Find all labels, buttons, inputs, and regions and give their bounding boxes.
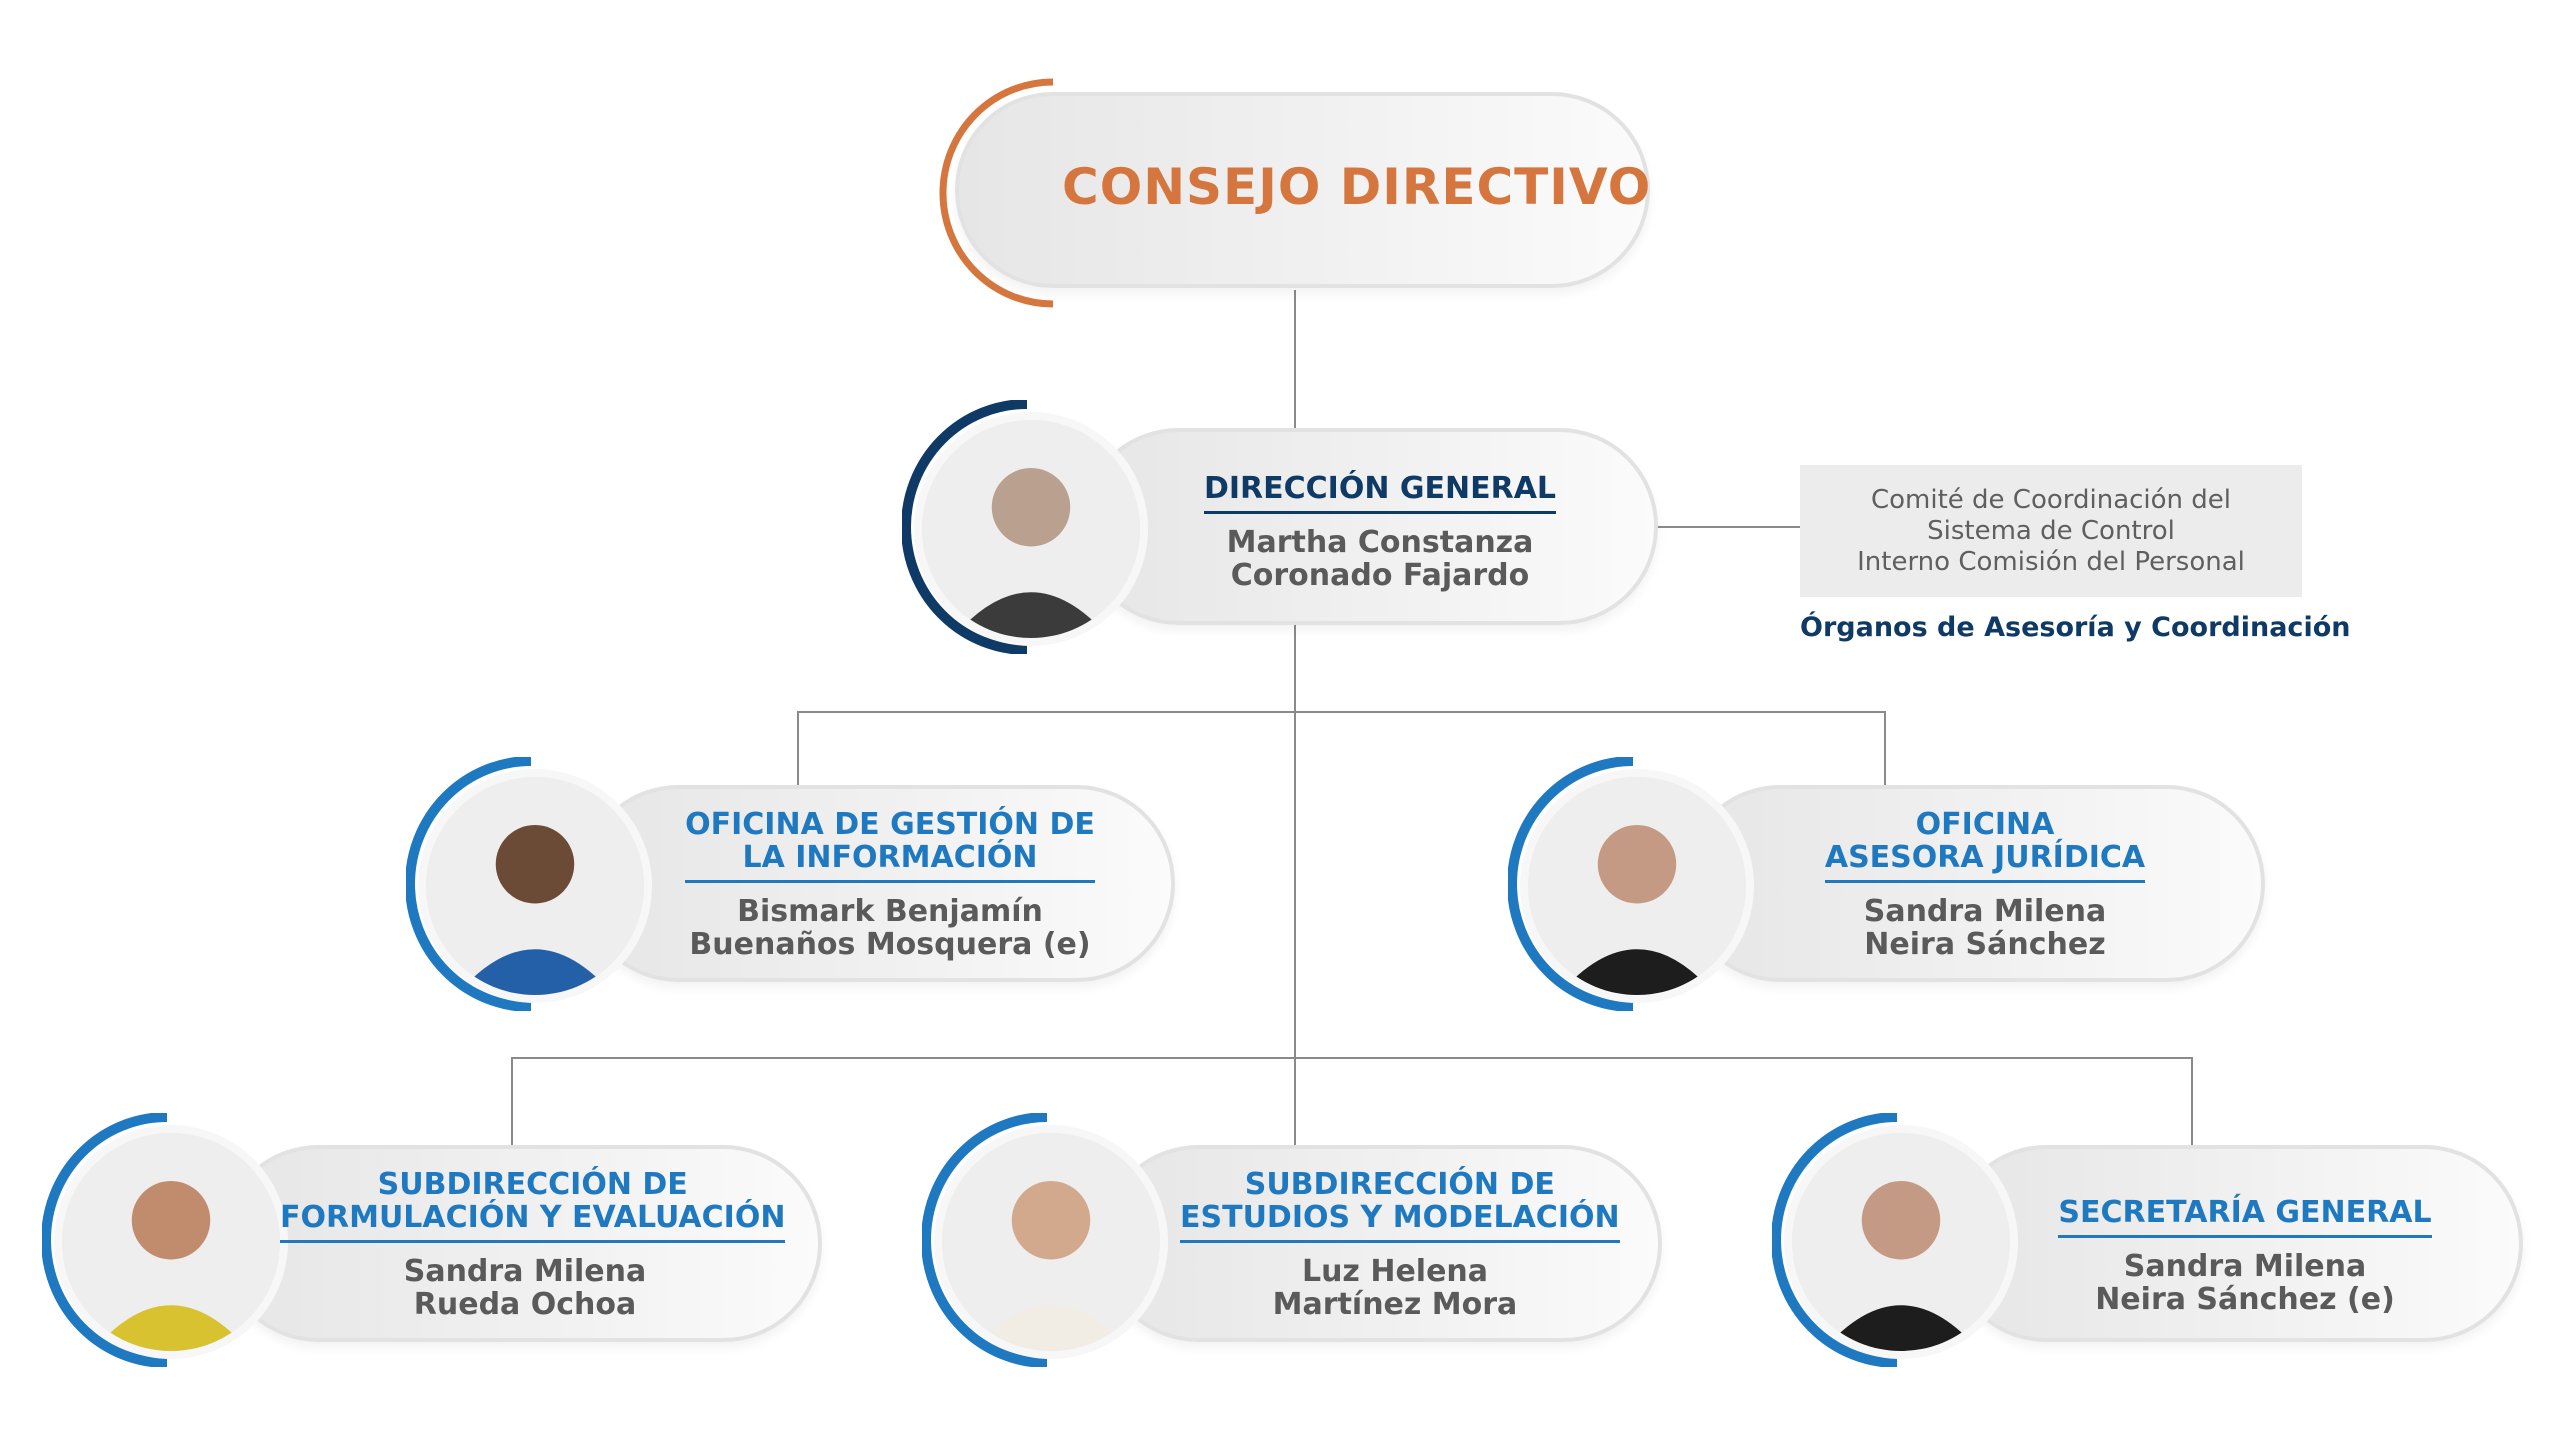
sub-estudios-text: SUBDIRECCIÓN DE ESTUDIOS Y MODELACIÓN Lu… (1180, 1168, 1620, 1322)
oficina-gestion-person: Bismark Benjamín Buenaños Mosquera (e) (689, 894, 1091, 962)
organos-caption: Órganos de Asesoría y Coordinación (1800, 612, 2351, 643)
consejo-title: CONSEJO DIRECTIVO (1062, 158, 1652, 216)
direccion-person: Martha Constanza Coronado Fajardo (1226, 525, 1534, 593)
direccion-text: DIRECCIÓN GENERAL Martha Constanza Coron… (1160, 472, 1600, 592)
blue-arc-icon (1772, 1113, 1898, 1367)
navy-arc-icon (902, 400, 1028, 654)
blue-arc-icon (406, 757, 532, 1011)
consejo-pill (955, 92, 1650, 288)
oficina-gestion-text: OFICINA DE GESTIÓN DE LA INFORMACIÓN Bis… (660, 808, 1120, 961)
sub-formulacion-person: Sandra Milena Rueda Ochoa (403, 1254, 647, 1322)
oficina-gestion-title: OFICINA DE GESTIÓN DE LA INFORMACIÓN (685, 808, 1095, 883)
blue-arc-icon (1508, 757, 1634, 1011)
oficina-juridica-title: OFICINA ASESORA JURÍDICA (1824, 808, 2146, 883)
sub-formulacion-pill (220, 1145, 822, 1342)
person-silhouette-icon (1528, 777, 1746, 995)
secretaria-title: SECRETARÍA GENERAL (2058, 1196, 2432, 1238)
sub-formulacion-title: SUBDIRECCIÓN DE FORMULACIÓN Y EVALUACIÓN (280, 1168, 786, 1243)
sub-formulacion-text: SUBDIRECCIÓN DE FORMULACIÓN Y EVALUACIÓN… (280, 1168, 786, 1322)
oficina-gestion-pill (580, 785, 1175, 982)
orange-arc-icon (939, 78, 1054, 308)
avatar-oficina-juridica (1528, 777, 1746, 995)
oficina-juridica-person: Sandra Milena Neira Sánchez (1863, 894, 2107, 962)
avatar-oficina-gestion (426, 777, 644, 995)
blue-arc-icon (922, 1113, 1048, 1367)
secretaria-person: Sandra Milena Neira Sánchez (e) (2095, 1249, 2395, 1317)
person-silhouette-icon (426, 777, 644, 995)
avatar-secretaria (1792, 1133, 2010, 1351)
person-silhouette-icon (922, 420, 1140, 638)
direccion-title: DIRECCIÓN GENERAL (1203, 472, 1557, 514)
person-silhouette-icon (1792, 1133, 2010, 1351)
secretaria-pill (1948, 1145, 2523, 1342)
sub-estudios-title: SUBDIRECCIÓN DE ESTUDIOS Y MODELACIÓN (1180, 1168, 1620, 1243)
oficina-juridica-text: OFICINA ASESORA JURÍDICA Sandra Milena N… (1770, 808, 2200, 961)
secretaria-text: SECRETARÍA GENERAL Sandra Milena Neira S… (2030, 1196, 2460, 1316)
person-silhouette-icon (942, 1133, 1160, 1351)
avatar-sub-formulacion (62, 1133, 280, 1351)
committee-box: Comité de Coordinación del Sistema de Co… (1800, 465, 2302, 597)
avatar-direccion (922, 420, 1140, 638)
person-silhouette-icon (62, 1133, 280, 1351)
sub-estudios-person: Luz Helena Martínez Mora (1272, 1254, 1518, 1322)
oficina-juridica-pill (1682, 785, 2265, 982)
blue-arc-icon (42, 1113, 168, 1367)
avatar-sub-estudios (942, 1133, 1160, 1351)
